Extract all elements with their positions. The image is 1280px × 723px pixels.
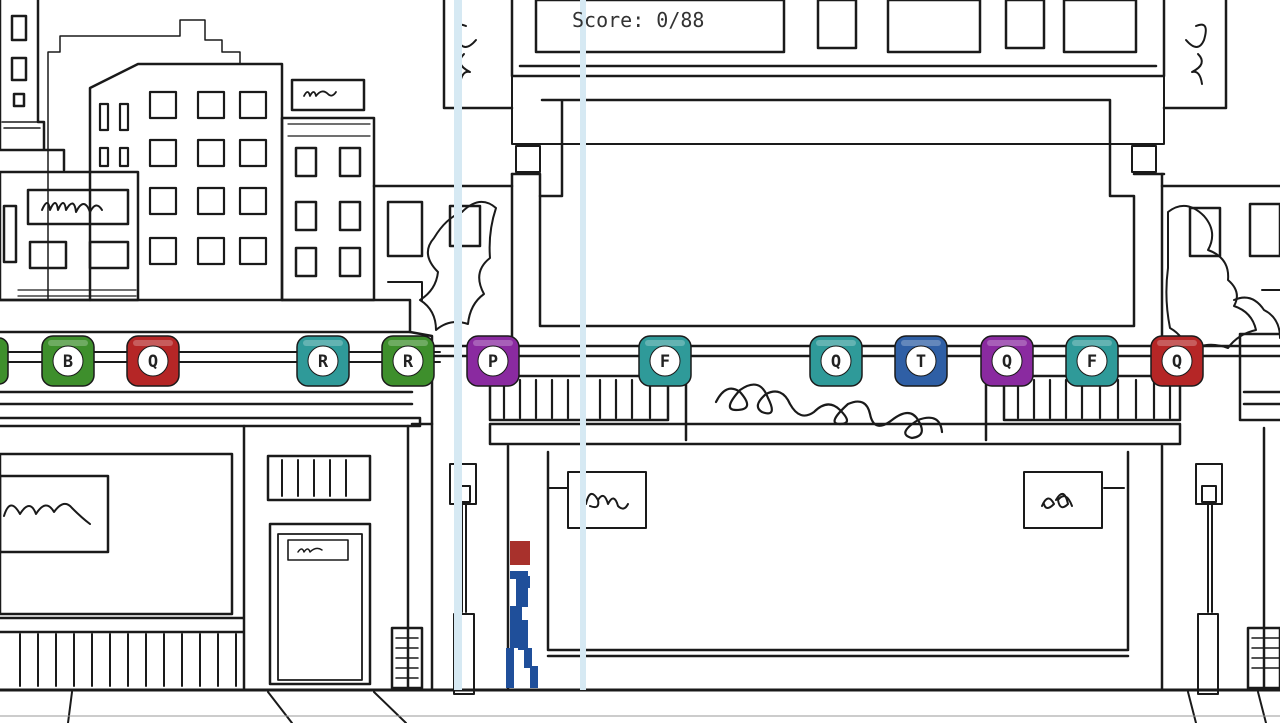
letter-key: F xyxy=(1065,335,1119,387)
letter-key: R xyxy=(381,335,435,387)
letter-key-face xyxy=(905,345,937,377)
letter-key-shine xyxy=(987,340,1027,346)
letter-key: B xyxy=(41,335,95,387)
score-counter: Score: 0/88 xyxy=(572,8,705,32)
letter-key-face xyxy=(392,345,424,377)
letter-key: Q xyxy=(980,335,1034,387)
letter-key-face xyxy=(1076,345,1108,377)
letter-key-label: T xyxy=(916,352,926,372)
letter-key-face xyxy=(1161,345,1193,377)
light-beam-right xyxy=(580,0,586,690)
letter-key-shine xyxy=(388,340,428,346)
letter-key-label: R xyxy=(318,352,329,372)
letter-key-shine xyxy=(133,340,173,346)
letter-key-shine xyxy=(473,340,513,346)
letter-key-label: Q xyxy=(1172,352,1182,372)
letter-key-label: Q xyxy=(831,352,841,372)
letter-key-face xyxy=(307,345,339,377)
letter-key-face xyxy=(820,345,852,377)
letter-key-shine xyxy=(1072,340,1112,346)
letter-key: Q xyxy=(1150,335,1204,387)
letter-key-shine xyxy=(1157,340,1197,346)
letter-key-shine xyxy=(48,340,88,346)
letter-key-label: R xyxy=(403,352,414,372)
letter-key-shine xyxy=(816,340,856,346)
letter-key-label: Q xyxy=(148,352,158,372)
letter-key-label: B xyxy=(63,352,73,372)
letter-key: T xyxy=(894,335,948,387)
letter-key-face xyxy=(52,345,84,377)
letter-key: R xyxy=(296,335,350,387)
letter-key-shine xyxy=(645,340,685,346)
letter-key-face xyxy=(137,345,169,377)
letter-key-label: P xyxy=(488,352,498,372)
letter-key-label: Q xyxy=(1002,352,1012,372)
player-character xyxy=(506,541,538,688)
letter-key: Q xyxy=(809,335,863,387)
letter-key-partial xyxy=(0,337,9,385)
letter-key-shine xyxy=(303,340,343,346)
letter-key-label: F xyxy=(1087,352,1097,372)
letter-key-shine xyxy=(901,340,941,346)
light-beam-left xyxy=(454,0,462,690)
letter-key: P xyxy=(466,335,520,387)
letter-key-face xyxy=(649,345,681,377)
letter-key-face xyxy=(477,345,509,377)
letter-key: F xyxy=(638,335,692,387)
letter-key-face xyxy=(991,345,1023,377)
letter-key: Q xyxy=(126,335,180,387)
letter-key-label: F xyxy=(660,352,670,372)
